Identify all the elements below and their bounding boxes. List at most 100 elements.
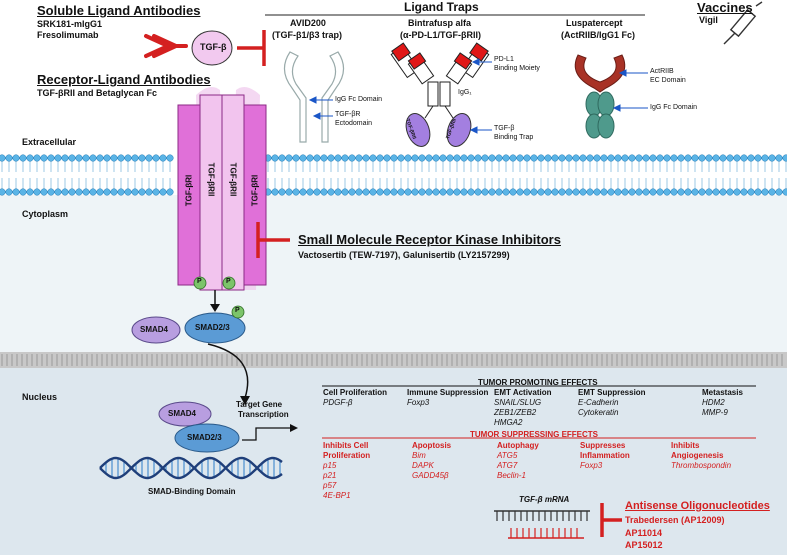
promoting-col-4-heading: EMT Suppression — [578, 388, 646, 397]
smad23-nuc-label: SMAD2/3 — [187, 433, 222, 442]
soluble-item-1: SRK181-mIgG1 — [37, 19, 103, 29]
smad4-cyto — [131, 316, 181, 344]
promoting-col-3: EMT Activation SNAIL/SLUG ZEB1/ZEB2 HMGA… — [494, 388, 551, 428]
suppressing-col-1-item-1: p15 — [323, 461, 337, 470]
inhibit-bar-smi — [256, 222, 290, 258]
smad4-nuc — [158, 401, 212, 427]
suppressing-col-1-heading-2: Proliferation — [323, 451, 371, 460]
promoting-col-2-item-1: Foxp3 — [407, 398, 430, 407]
suppressing-col-4-item-1: Foxp3 — [580, 461, 603, 470]
ligand-label: TGF-β — [200, 42, 227, 52]
inhibit-bar-antisense — [600, 503, 622, 537]
smad4-cyto-label: SMAD4 — [140, 325, 169, 334]
suppressing-col-2: Apoptosis Bim DAPK GADD45β — [412, 441, 451, 481]
suppressing-col-5-item-1: Thrombospondin — [671, 461, 732, 470]
smad23-cyto — [184, 312, 246, 344]
nucleus-region — [0, 368, 787, 555]
smi-items: Vactosertib (TEW-7197), Galunisertib (LY… — [298, 250, 510, 260]
suppressing-col-3-item-3: Beclin-1 — [497, 471, 526, 480]
bintra-trap2: Binding Trap — [494, 134, 534, 141]
receptor-complex — [177, 86, 267, 291]
promoting-col-5-item-2: MMP-9 — [702, 408, 728, 417]
promoting-col-5-item-1: HDM2 — [702, 398, 725, 407]
receptor-label-2: TGF-βRII — [206, 162, 216, 197]
bintra-trap1: TGF-β — [494, 125, 515, 132]
bintra-pdl1a: PD-L1 — [494, 56, 514, 63]
smad23-cyto-label: SMAD2/3 — [195, 323, 230, 332]
avid-ecto2: Ectodomain — [335, 120, 372, 127]
smi-title: Small Molecule Receptor Kinase Inhibitor… — [298, 232, 561, 247]
suppressing-col-2-heading: Apoptosis — [412, 441, 452, 450]
suppressing-col-4: Suppresses Inflammation Foxp3 — [580, 441, 630, 471]
smad-binding-domain-label: SMAD-Binding Domain — [148, 487, 236, 496]
avid-name: AVID200 — [290, 18, 326, 28]
antisense-item-3: AP15012 — [625, 540, 663, 550]
smad4-nuc-label: SMAD4 — [168, 409, 197, 418]
bintra-igg: IgG₁ — [458, 89, 472, 96]
suppressing-col-3: Autophagy ATG5 ATG7 Beclin-1 — [497, 441, 539, 481]
luspatercept-molecule — [574, 54, 626, 139]
lusp-sub: (ActRIIB/IgG1 Fc) — [561, 30, 636, 40]
phospho-label-2: P — [226, 278, 231, 285]
promoting-col-1: Cell Proliferation PDGF-β — [323, 388, 387, 408]
suppressing-col-1-item-3: p57 — [323, 481, 337, 490]
receptor-label-3: TGF-βRII — [228, 162, 238, 197]
promoting-col-5-heading: Metastasis — [702, 388, 743, 397]
target-gene-label: Target Gene — [236, 400, 283, 409]
inhibit-bar-ligand — [237, 30, 266, 66]
antisense-item-2: AP11014 — [625, 528, 663, 538]
promoting-col-3-item-3: HMGA2 — [494, 418, 523, 427]
antisense-item-1: Trabedersen (AP12009) — [625, 515, 725, 525]
antibody-icon — [144, 34, 188, 58]
suppressing-col-4-heading: Suppresses — [580, 441, 626, 450]
suppressing-col-3-heading: Autophagy — [497, 441, 539, 450]
extracellular-label: Extracellular — [22, 137, 77, 147]
suppressing-col-4-heading-2: Inflammation — [580, 451, 630, 460]
receptor-label-4: TGF-βRI — [250, 174, 260, 207]
receptor-ligand-sub: TGF-βRII and Betaglycan Fc — [37, 88, 158, 98]
vaccines-item: Vigil — [699, 15, 718, 25]
promoting-col-5: Metastasis HDM2 MMP-9 — [702, 388, 743, 418]
promoting-col-2-heading: Immune Suppression — [407, 388, 489, 397]
suppressing-col-2-item-1: Bim — [412, 451, 426, 460]
mrna-strand — [494, 510, 590, 539]
syringe-icon — [723, 1, 763, 45]
phospho-markers — [193, 276, 236, 290]
smad23-nuc — [174, 423, 240, 453]
suppressing-col-2-item-3: GADD45β — [412, 471, 449, 480]
promoting-title: TUMOR PROMOTING EFFECTS — [478, 378, 598, 387]
promoting-col-1-heading: Cell Proliferation — [323, 388, 388, 397]
cytoplasm-region — [0, 195, 787, 355]
suppressing-col-3-item-2: ATG7 — [497, 461, 518, 470]
bintra-sub: (α-PD-L1/TGF-βRII) — [400, 30, 482, 40]
ligand-traps-title: Ligand Traps — [404, 0, 479, 14]
mrna-label: TGF-β mRNA — [519, 495, 570, 504]
transcription-label: Transcription — [238, 410, 289, 419]
suppressing-col-5: Inhibits Angiogenesis Thrombospondin — [671, 441, 731, 471]
bintra-pdl1b: Binding Moiety — [494, 65, 540, 72]
tgf-beta-ligand — [191, 30, 233, 66]
lusp-arrows — [612, 69, 648, 112]
smad-phospho-label: P — [235, 307, 240, 314]
suppressing-col-5-heading-2: Angiogenesis — [671, 451, 724, 460]
nucleus-label: Nucleus — [22, 392, 58, 402]
promoting-col-3-heading: EMT Activation — [494, 388, 552, 397]
lusp-ec1: ActRIIB — [650, 68, 674, 75]
dna-helix — [99, 456, 283, 480]
avid200-trap — [283, 51, 345, 143]
suppressing-col-2-item-2: DAPK — [412, 461, 434, 470]
suppressing-title: TUMOR SUPPRESSING EFFECTS — [470, 430, 599, 439]
lusp-ec2: EC Domain — [650, 77, 686, 84]
promoting-col-1-item-1: PDGF-β — [323, 398, 353, 407]
promoting-col-4-item-1: E-Cadherin — [578, 398, 619, 407]
receptor-label-1: TGF-βRI — [184, 174, 194, 207]
suppressing-col-1-heading: Inhibits Cell — [323, 441, 369, 450]
avid-sub: (TGF-β1/β3 trap) — [272, 30, 342, 40]
avid-ecto1: TGF-βR — [335, 111, 361, 118]
lusp-fc: IgG Fc Domain — [650, 104, 698, 111]
promoting-col-3-item-2: ZEB1/ZEB2 — [494, 408, 537, 417]
receptor-ligand-title: Receptor-Ligand Antibodies — [37, 72, 211, 87]
nuclear-membrane — [0, 352, 787, 368]
soluble-item-2: Fresolimumab — [37, 30, 99, 40]
